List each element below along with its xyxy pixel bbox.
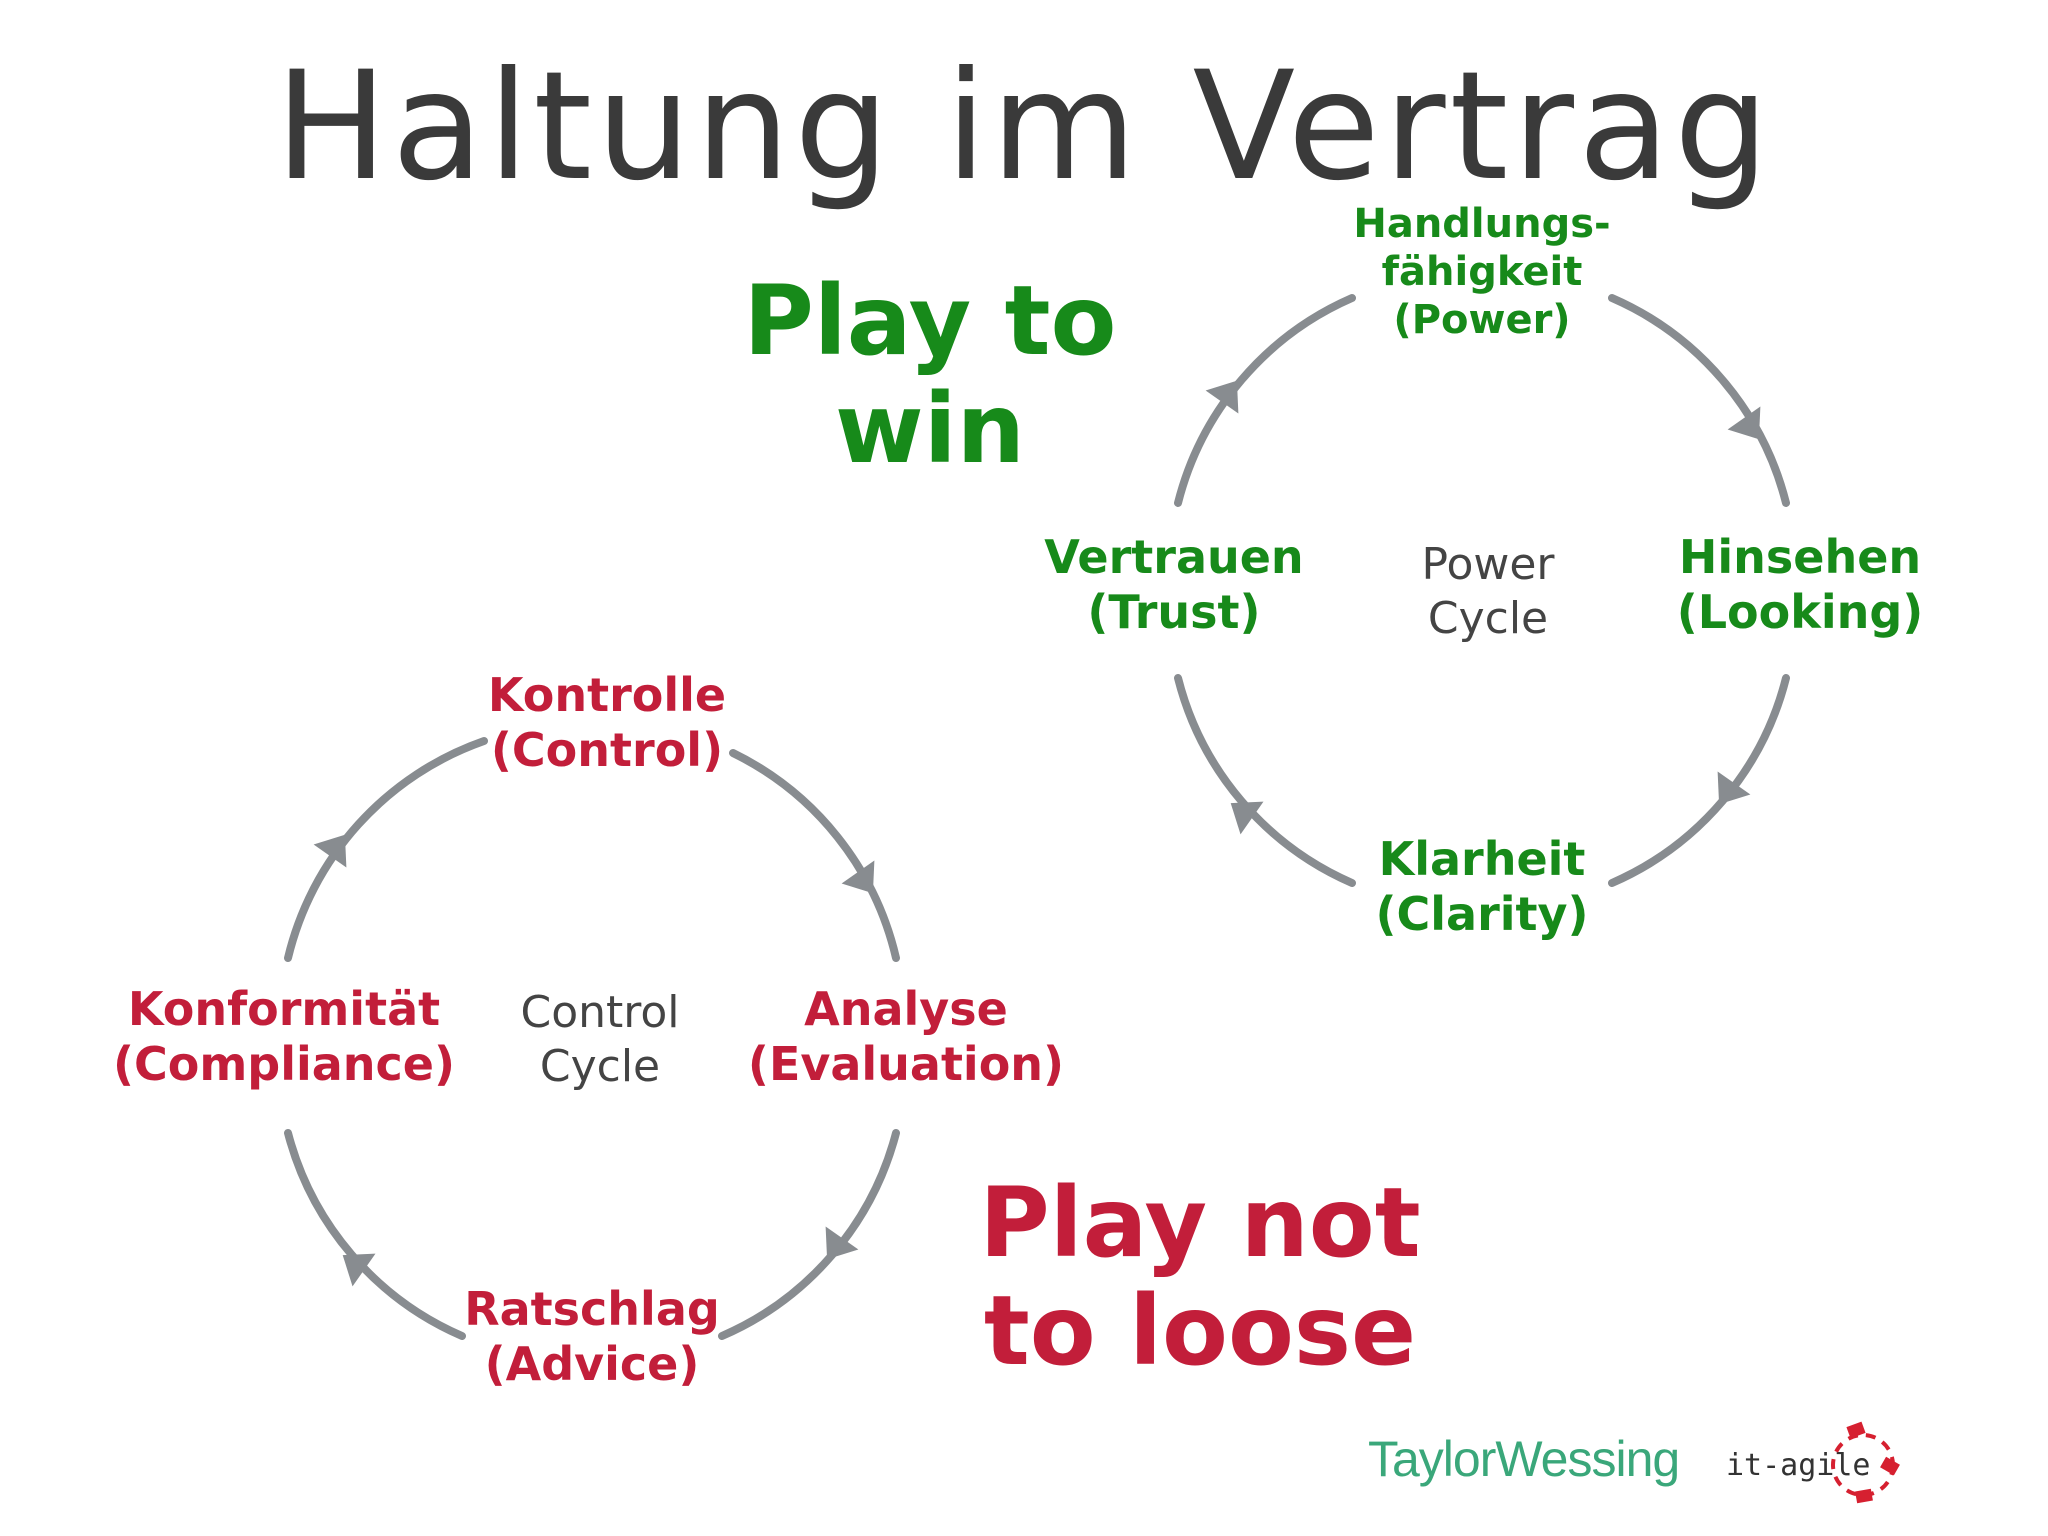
control-node-left: Konformität (Compliance) xyxy=(113,982,455,1092)
power-node-left-line1: Vertrauen xyxy=(1044,530,1304,584)
control-arrowhead-right xyxy=(841,860,875,894)
power-cycle-center-label: Power Cycle xyxy=(1421,538,1554,645)
control-headline-line2: to loose xyxy=(983,1274,1417,1387)
power-arc-bottom-right xyxy=(1608,674,1790,887)
power-arrowhead-top xyxy=(1205,380,1239,414)
control-arc-bottom-left xyxy=(284,1129,466,1340)
power-cycle-arrows xyxy=(1205,380,1761,835)
taylor-wessing-logo: TaylorWessing xyxy=(1368,1431,1680,1487)
control-node-left-line2: (Compliance) xyxy=(112,1037,456,1092)
control-cycle-center-label: Control Cycle xyxy=(520,986,679,1093)
control-arrowhead-bottom xyxy=(825,1226,859,1260)
power-arrowhead-left xyxy=(1230,801,1264,835)
control-node-bottom-line2: (Advice) xyxy=(484,1337,700,1392)
power-arc-top-right xyxy=(1608,294,1790,507)
power-arrowhead-bottom xyxy=(1717,771,1751,805)
control-arc-top-right xyxy=(729,749,900,962)
power-node-top-line3: (Power) xyxy=(1393,297,1571,343)
control-arrowhead-top xyxy=(313,834,347,868)
it-agile-cards-icon xyxy=(1831,1421,1900,1504)
diagram-title: Haltung im Vertrag xyxy=(274,40,1774,214)
control-center-line2: Cycle xyxy=(539,1040,661,1092)
control-node-right-line2: (Evaluation) xyxy=(747,1037,1065,1092)
control-headline: Play not to loose xyxy=(960,1167,1440,1387)
power-headline: Play to win xyxy=(720,265,1140,485)
control-node-top: Kontrolle (Control) xyxy=(488,668,726,778)
power-headline-line2: win xyxy=(835,372,1025,485)
power-node-left: Vertrauen (Trust) xyxy=(1044,530,1303,640)
control-node-top-line1: Kontrolle xyxy=(487,668,727,722)
it-agile-logo: it-agile xyxy=(1726,1448,1871,1483)
power-arrowhead-right xyxy=(1727,406,1761,440)
power-arc-bottom-left xyxy=(1174,674,1356,887)
control-arc-top-left xyxy=(284,737,488,962)
it-agile-logo-text: it-agile xyxy=(1726,1448,1871,1483)
control-node-left-line1: Konformität xyxy=(127,982,441,1036)
control-arc-bottom-right xyxy=(718,1129,900,1340)
control-cycle-arrows xyxy=(313,834,875,1287)
control-headline-line1: Play not xyxy=(979,1167,1421,1279)
power-center-line1: Power xyxy=(1421,539,1555,590)
power-headline-line1: Play to xyxy=(743,265,1117,377)
power-node-left-line2: (Trust) xyxy=(1087,585,1261,640)
power-node-bottom-line1: Klarheit xyxy=(1378,832,1586,886)
power-center-line2: Cycle xyxy=(1427,592,1549,644)
power-node-top: Handlungs- fähigkeit (Power) xyxy=(1353,200,1610,344)
power-node-top-line2: fähigkeit xyxy=(1381,249,1583,295)
power-node-top-line1: Handlungs- xyxy=(1353,201,1611,247)
power-node-bottom: Klarheit (Clarity) xyxy=(1375,832,1588,942)
control-node-bottom: Ratschlag (Advice) xyxy=(464,1282,720,1392)
power-node-right: Hinsehen (Looking) xyxy=(1677,530,1924,640)
power-node-bottom-line2: (Clarity) xyxy=(1375,887,1589,942)
control-center-line1: Control xyxy=(520,987,680,1038)
control-node-right-line1: Analyse xyxy=(804,982,1008,1036)
control-node-right: Analyse (Evaluation) xyxy=(748,982,1064,1092)
power-node-right-line2: (Looking) xyxy=(1676,585,1924,640)
control-node-top-line2: (Control) xyxy=(490,723,724,778)
control-arrowhead-left xyxy=(342,1253,376,1287)
power-arc-top-left xyxy=(1174,294,1356,507)
control-node-bottom-line1: Ratschlag xyxy=(464,1282,720,1336)
power-node-right-line1: Hinsehen xyxy=(1678,530,1922,584)
